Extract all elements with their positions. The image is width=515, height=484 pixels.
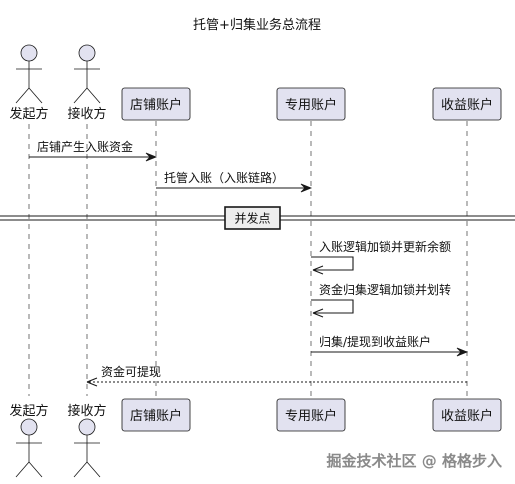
message-label: 资金可提现: [101, 364, 161, 379]
participant-top-4: 专用账户: [276, 87, 346, 121]
participant-bottom-5: 收益账户: [432, 398, 502, 432]
divider-box: [224, 206, 281, 230]
actor-figure-icon: [15, 44, 43, 104]
arrow-head-icon: [312, 265, 324, 275]
participant-box: [432, 87, 502, 121]
self-message-line: [311, 256, 354, 271]
arrow-head-icon: [312, 308, 324, 318]
participant-top-2: 接收方: [67, 44, 107, 122]
message-2: 托管入账（入账链路）: [156, 170, 313, 193]
actor-figure-icon: [73, 418, 101, 478]
participant-bottom-2: 接收方: [67, 403, 107, 478]
participant-bottom-1: 发起方: [9, 403, 49, 478]
message-label: 资金归集逻辑加锁并划转: [319, 282, 451, 297]
message-4: 入账逻辑加锁并更新余额: [311, 239, 451, 275]
participants-bottom: 发起方 接收方 店铺账户 专用账户 收益账户: [9, 398, 502, 478]
actor-figure-icon: [73, 44, 101, 104]
arrow-head-icon: [145, 152, 158, 162]
message-label: 归集/提现到收益账户: [319, 334, 431, 349]
message-label: 店铺产生入账资金: [37, 139, 133, 154]
message-5: 资金归集逻辑加锁并划转: [311, 282, 451, 318]
participant-label: 收益账户: [441, 408, 493, 424]
actor-label: 发起方: [9, 106, 48, 122]
participant-bottom-3: 店铺账户: [121, 398, 191, 432]
participant-box: [121, 87, 191, 121]
message-6: 归集/提现到收益账户: [311, 334, 469, 357]
participant-label: 店铺账户: [130, 97, 182, 113]
participant-label: 专用账户: [285, 408, 337, 424]
lifelines: [28, 121, 468, 399]
diagram-title: 托管+归集业务总流程: [193, 17, 321, 33]
participant-box: [432, 398, 502, 432]
participant-bottom-4: 专用账户: [276, 398, 346, 432]
message-1: 店铺产生入账资金: [29, 139, 158, 162]
arrow-head-icon: [300, 183, 313, 193]
participant-box: [121, 398, 191, 432]
actor-figure-icon: [15, 418, 43, 478]
actor-label: 接收方: [67, 106, 106, 122]
actor-label: 接收方: [67, 403, 106, 419]
self-message-line: [311, 299, 354, 314]
message-7: 资金可提现: [86, 364, 467, 387]
divider: 并发点: [0, 206, 515, 230]
participant-label: 专用账户: [285, 97, 337, 113]
participant-top-1: 发起方: [9, 44, 49, 122]
divider-label: 并发点: [234, 211, 270, 226]
watermark-text: 掘金技术社区 @ 格格步入: [327, 452, 502, 470]
participant-top-5: 收益账户: [432, 87, 502, 121]
participants-top: 发起方 接收方 店铺账户 专用账户 收益账户: [9, 44, 502, 122]
arrow-head-icon: [86, 377, 98, 387]
actor-label: 发起方: [9, 403, 48, 419]
message-label: 入账逻辑加锁并更新余额: [319, 239, 451, 254]
participant-label: 收益账户: [441, 97, 493, 113]
participant-top-3: 店铺账户: [121, 87, 191, 121]
message-label: 托管入账（入账链路）: [164, 170, 284, 185]
participant-box: [276, 398, 346, 432]
arrow-head-icon: [456, 347, 469, 357]
participant-label: 店铺账户: [130, 408, 182, 424]
participant-box: [276, 87, 346, 121]
